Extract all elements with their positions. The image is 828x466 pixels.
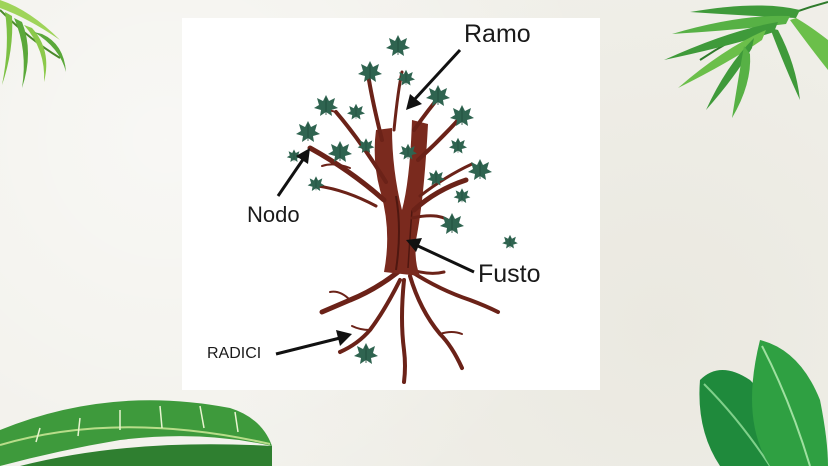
arrow-fusto [417, 244, 475, 274]
arrow-radici-head [336, 330, 352, 346]
arrow-ramo-head [406, 94, 422, 110]
maple-leaf-icon [385, 34, 411, 57]
palm-frond-icon [664, 1, 828, 118]
maple-leaf-icon [426, 169, 446, 186]
arrow-radici [275, 336, 341, 356]
label-fusto: Fusto [478, 260, 541, 288]
maple-leaf-icon [295, 120, 321, 143]
arrow-ramo [412, 48, 462, 102]
maple-leaf-icon [501, 234, 519, 249]
label-arrows [275, 48, 475, 356]
maple-leaf-icon [307, 176, 325, 192]
label-nodo: Nodo [247, 202, 300, 227]
arrow-nodo [276, 157, 306, 197]
maple-leaf-icon [425, 84, 451, 107]
palm-frond-icon [0, 0, 66, 88]
tropical-leaf-icon [699, 340, 828, 466]
label-radici: RADICI [207, 345, 262, 362]
trunk [374, 120, 428, 276]
maple-leaf-icon [353, 342, 379, 365]
maple-leaf-icon [467, 158, 493, 181]
arrow-nodo-head [296, 148, 310, 164]
roots [319, 266, 500, 384]
maple-leaf-icon [453, 188, 471, 204]
maple-leaf-icon [439, 212, 465, 235]
maple-leaf-icon [448, 137, 468, 154]
label-ramo: Ramo [464, 20, 531, 48]
tropical-leaf-icon [0, 400, 272, 466]
branches [307, 70, 474, 224]
maple-leaf-icon [346, 103, 366, 120]
arrow-fusto-head [406, 238, 422, 252]
maple-leaf-icon [357, 60, 383, 83]
